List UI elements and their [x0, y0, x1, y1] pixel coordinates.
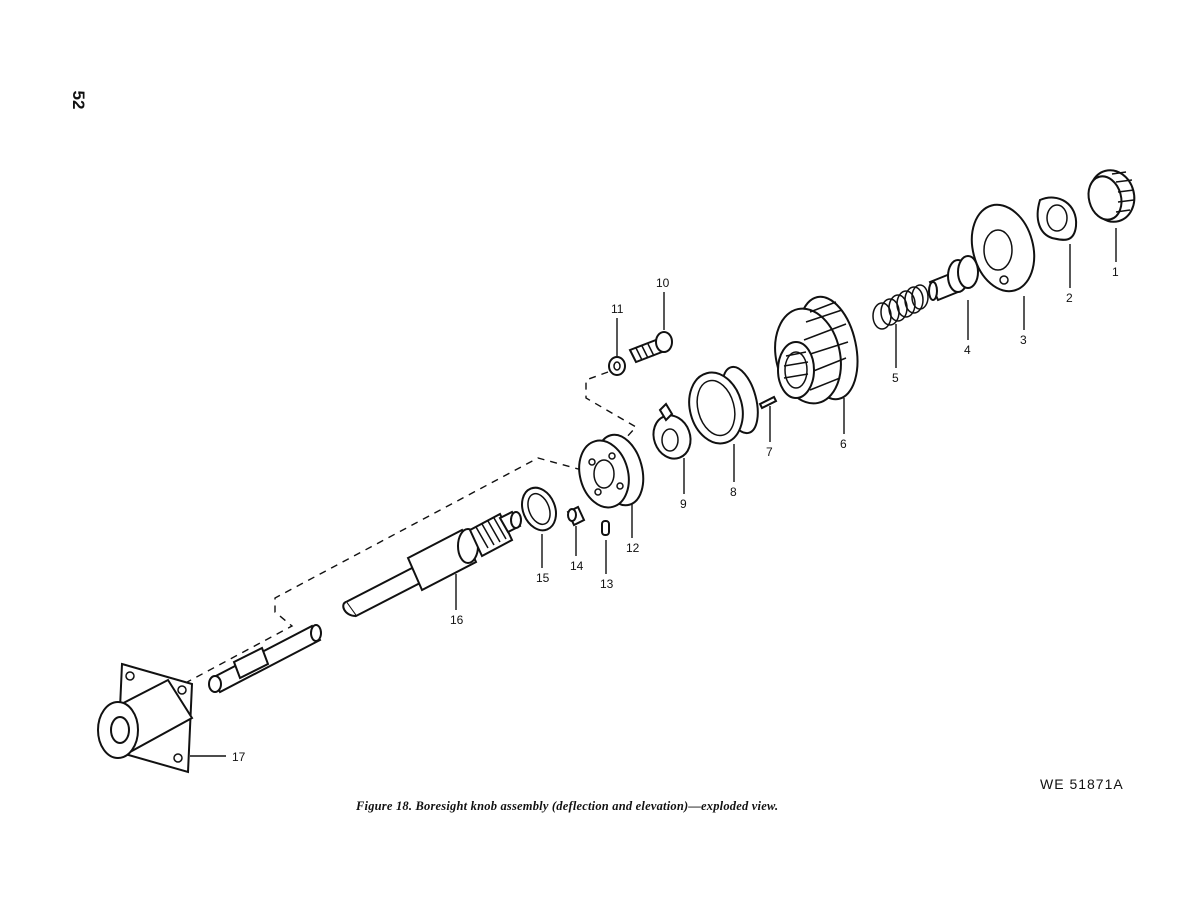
callout-17: 17: [232, 750, 246, 764]
callout-10: 10: [656, 276, 670, 290]
part-4-plunger: [928, 255, 979, 302]
leader-lines: [190, 228, 1117, 757]
part-7-pin: [758, 395, 778, 410]
callout-15: 15: [536, 571, 550, 585]
part-9-key-washer: [652, 402, 692, 460]
figure-identifier: WE 51871A: [1040, 776, 1124, 792]
part-8-sleeve: [688, 365, 759, 445]
part-1-cap-nut: [1087, 169, 1136, 223]
part-16-shaft: [208, 510, 522, 694]
callout-13: 13: [600, 577, 614, 591]
alignment-dash-upper: [585, 371, 638, 441]
figure-caption: Figure 18. Boresight knob assembly (defl…: [356, 799, 779, 813]
part-17-housing: [97, 662, 194, 774]
callout-7: 7: [766, 445, 773, 459]
callout-4: 4: [964, 343, 971, 357]
callout-14: 14: [570, 559, 584, 573]
callout-12: 12: [626, 541, 640, 555]
part-14-pin: [566, 505, 586, 527]
callout-8: 8: [730, 485, 737, 499]
part-2-retainer: [1036, 196, 1078, 241]
part-11-washer: [608, 356, 626, 376]
callout-16: 16: [450, 613, 464, 627]
callout-5: 5: [892, 371, 899, 385]
part-3-plate: [970, 203, 1036, 293]
part-5-spring: [872, 284, 929, 330]
part-13-screw: [601, 520, 610, 536]
part-10-screw: [628, 331, 673, 364]
callout-3: 3: [1020, 333, 1027, 347]
part-12-hub: [578, 433, 645, 509]
callout-1: 1: [1112, 265, 1119, 279]
part-6-knob: [774, 295, 859, 405]
alignment-dash-main: [175, 457, 583, 689]
callout-6: 6: [840, 437, 847, 451]
part-15-ring: [521, 486, 557, 532]
callout-2: 2: [1066, 291, 1073, 305]
callout-9: 9: [680, 497, 687, 511]
callout-11: 11: [611, 302, 624, 316]
